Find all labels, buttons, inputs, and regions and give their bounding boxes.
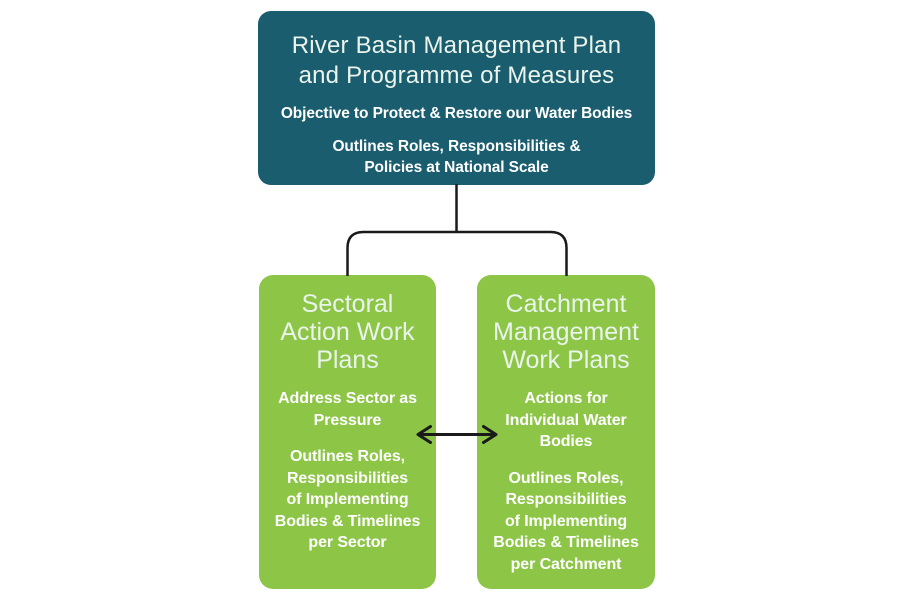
sectoral-plans-title: Sectoral Action Work Plans	[280, 290, 415, 374]
root-plan-title: River Basin Management Plan and Programm…	[291, 32, 622, 89]
catchment-point-actions: Actions for Individual Water Bodies	[505, 390, 627, 450]
sectoral-point-pressure: Address Sector as Pressure	[278, 390, 417, 429]
root-plan-roles: Outlines Roles, Responsibilities & Polic…	[332, 138, 581, 176]
root-plan-box: River Basin Management Plan and Programm…	[258, 11, 655, 185]
catchment-plans-title: Catchment Management Work Plans	[493, 290, 639, 374]
sectoral-plans-box: Sectoral Action Work Plans Address Secto…	[259, 275, 436, 589]
sectoral-point-roles: Outlines Roles, Responsibilities of Impl…	[274, 448, 421, 551]
root-plan-objective: Objective to Protect & Restore our Water…	[280, 105, 633, 122]
catchment-plans-box: Catchment Management Work Plans Actions …	[477, 275, 655, 589]
catchment-point-roles: Outlines Roles, Responsibilities of Impl…	[493, 469, 639, 573]
tree-branch-connector	[346, 184, 568, 276]
